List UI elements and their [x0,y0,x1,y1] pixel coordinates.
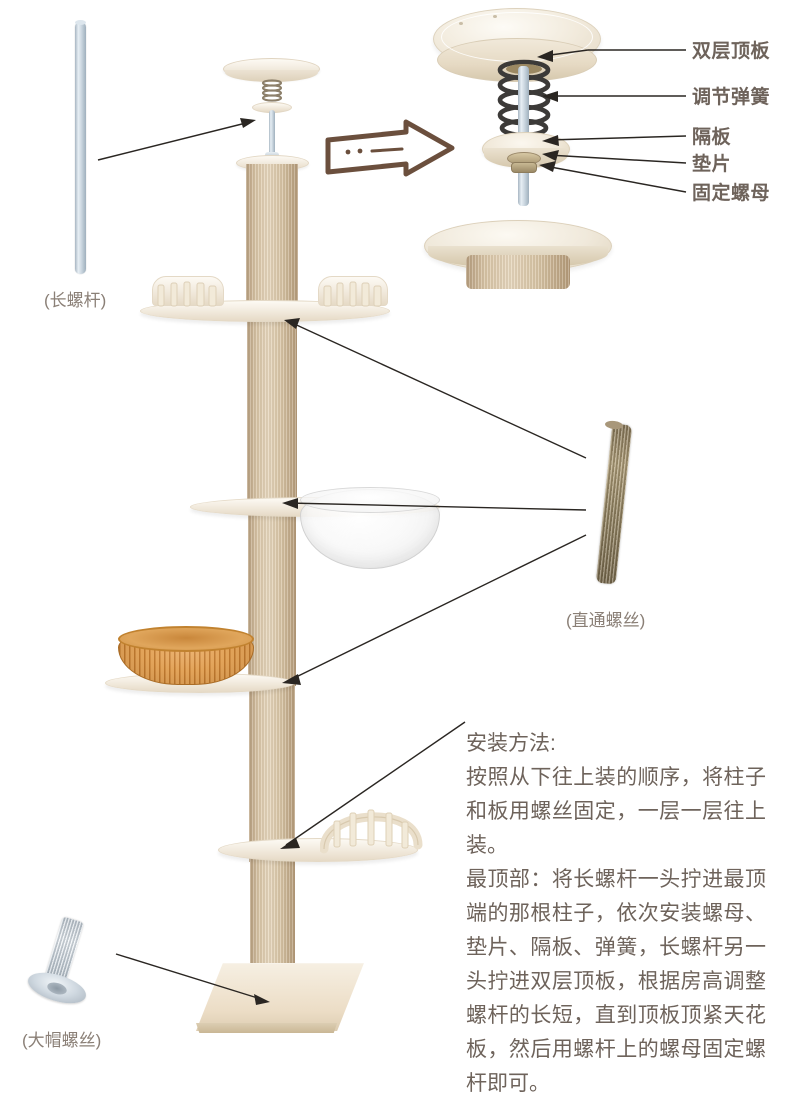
tree-adjust-spring [261,79,283,102]
sisal-post-segment-1 [246,164,298,314]
part-label-through-bolt: (直通螺丝) [566,611,646,630]
rail-bed-curved-rail [320,809,423,854]
part-label-long-rod: (长螺杆) [44,291,107,310]
wicker-basket-rim [118,626,254,652]
twin-step-right-rails [323,281,382,307]
detail-label-divider: 隔板 [692,127,732,148]
sisal-post-segment-3 [248,506,296,686]
detail-label-spring: 调节弹簧 [692,87,771,108]
detail-label-top-plate: 双层顶板 [692,41,771,62]
base-board-edge [196,1023,338,1033]
detail-lock-nut [511,162,537,173]
hand-drawn-right-arrow-icon [325,119,455,177]
water-bowl-rim [300,487,440,513]
instructions-heading: 安装方法: [466,732,556,755]
rail-bed-shelf-board [218,838,418,862]
tree-installed-rod [269,110,275,158]
instructions-block: 安装方法: 按照从下往上装的顺序，将柱子和板用螺丝固定，一层一层往上装。 最顶部… [466,727,766,1101]
detail-label-washer: 垫片 [692,154,732,175]
tree-ceiling-plate-edge [225,70,318,82]
base-board [196,963,364,1031]
sisal-post-segment-2 [247,310,297,510]
instructions-paragraph-2: 最顶部：将长螺杆一头拧进最顶端的那根柱子，依次安装螺母、垫片、隔板、弹簧，长螺杆… [466,868,766,1095]
instructions-paragraph-1: 按照从下往上装的顺序，将柱子和板用螺丝固定，一层一层往上装。 [466,766,766,857]
detail-top-plate-screwhole-2 [493,15,497,18]
detail-label-lock-nut: 固定螺母 [692,183,771,204]
long-screw-rod-part [75,22,86,274]
detail-top-plate-screwhole-1 [459,22,463,25]
twin-step-left-rails [157,281,217,307]
part-label-cap-screw: (大帽螺丝) [22,1031,102,1050]
detail-sisal-post-top [466,255,570,289]
long-screw-rod-tip [75,20,86,25]
sisal-post-segment-4 [249,682,295,862]
